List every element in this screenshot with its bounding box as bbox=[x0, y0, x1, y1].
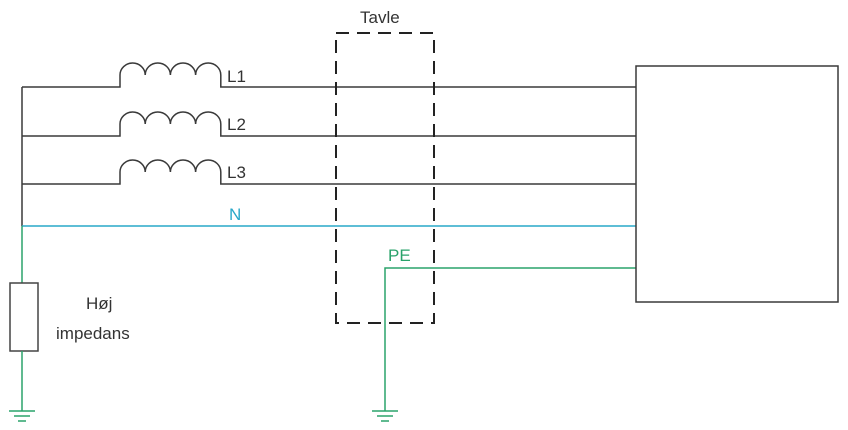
phase-line-l3: L3 bbox=[22, 159, 636, 185]
label-impedance-line2: impedans bbox=[56, 324, 130, 343]
label-l2: L2 bbox=[227, 115, 246, 134]
label-pe: PE bbox=[388, 246, 411, 265]
label-n: N bbox=[229, 205, 241, 224]
label-l3: L3 bbox=[227, 163, 246, 182]
phase-line-l2: L2 bbox=[22, 111, 636, 137]
label-impedance: Høj impedans bbox=[56, 294, 130, 343]
inductor-l1-icon bbox=[22, 62, 636, 88]
high-impedance-resistor-icon bbox=[9, 282, 39, 352]
ground-source-icon bbox=[9, 410, 35, 422]
inductor-l3-icon bbox=[22, 159, 636, 185]
pe-line bbox=[384, 267, 636, 411]
phase-line-l1: L1 bbox=[22, 62, 636, 88]
load-box bbox=[635, 65, 839, 303]
label-impedance-line1: Høj bbox=[86, 294, 112, 313]
ground-pe-icon bbox=[372, 410, 398, 422]
panel-boundary bbox=[335, 32, 435, 324]
label-panel: Tavle bbox=[360, 8, 400, 27]
label-l1: L1 bbox=[227, 67, 246, 86]
inductor-l2-icon bbox=[22, 111, 636, 137]
